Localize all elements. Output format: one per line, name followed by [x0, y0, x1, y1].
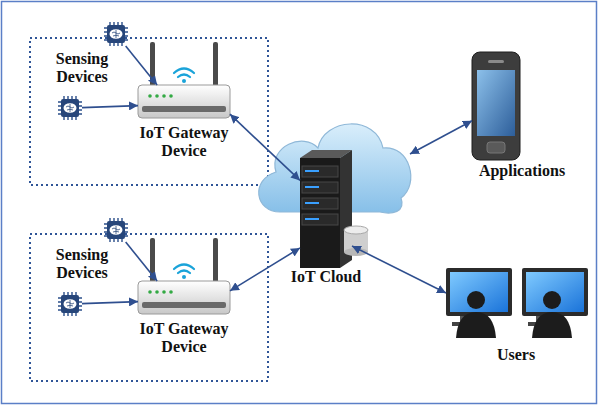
connector-arrow	[230, 114, 300, 180]
sensor-chip	[104, 218, 128, 242]
icon-anchor	[138, 281, 230, 314]
node-label: IoT Gateway Device	[122, 124, 246, 160]
connector-line	[82, 106, 138, 108]
connector-arrow	[352, 246, 446, 293]
phone-icon	[472, 52, 520, 160]
sensor-chip	[58, 96, 82, 120]
cloud-shape	[259, 124, 411, 213]
node-label: Users	[440, 346, 592, 364]
icon-anchor	[104, 218, 128, 242]
icon-anchor	[138, 85, 230, 118]
sensor-chip	[104, 22, 128, 46]
node-label: Sensing Devices	[46, 246, 118, 282]
icon-anchor	[300, 150, 352, 268]
diagram-node: Sensing Devices	[44, 216, 134, 320]
diagram-node: IoT Cloud	[250, 112, 415, 292]
connector-line	[230, 248, 300, 291]
icon-anchor	[58, 292, 82, 316]
connector-line	[126, 46, 157, 85]
user-workstation	[522, 268, 588, 338]
connector-line	[352, 246, 446, 293]
sensor-chip	[58, 292, 82, 316]
icon-anchor	[58, 96, 82, 120]
router-icon	[138, 42, 230, 118]
node-label: Applications	[462, 162, 582, 180]
user-workstation	[446, 268, 512, 338]
diagram-node: Applications	[462, 48, 582, 188]
connector-line	[230, 114, 300, 180]
diagram-node: IoT Gateway Device	[122, 40, 246, 166]
diagram-node: IoT Gateway Device	[122, 236, 246, 362]
router-icon	[138, 238, 230, 314]
icon-anchor	[472, 52, 520, 160]
icon-anchor	[104, 22, 128, 46]
connector-arrow	[410, 121, 472, 154]
node-label: IoT Gateway Device	[122, 320, 246, 356]
icon-anchor	[256, 118, 410, 215]
icon-anchor	[446, 268, 588, 336]
diagram-node: Users	[440, 262, 592, 372]
diagram-node: Sensing Devices	[44, 20, 134, 124]
connector-arrow	[230, 248, 300, 291]
node-label: Sensing Devices	[46, 50, 118, 86]
node-label: IoT Cloud	[270, 268, 382, 286]
connector-line	[82, 302, 138, 304]
connector-line	[410, 121, 472, 154]
connector-line	[126, 242, 157, 281]
gateway-group-box	[30, 234, 268, 381]
gateway-group-box	[30, 38, 268, 185]
